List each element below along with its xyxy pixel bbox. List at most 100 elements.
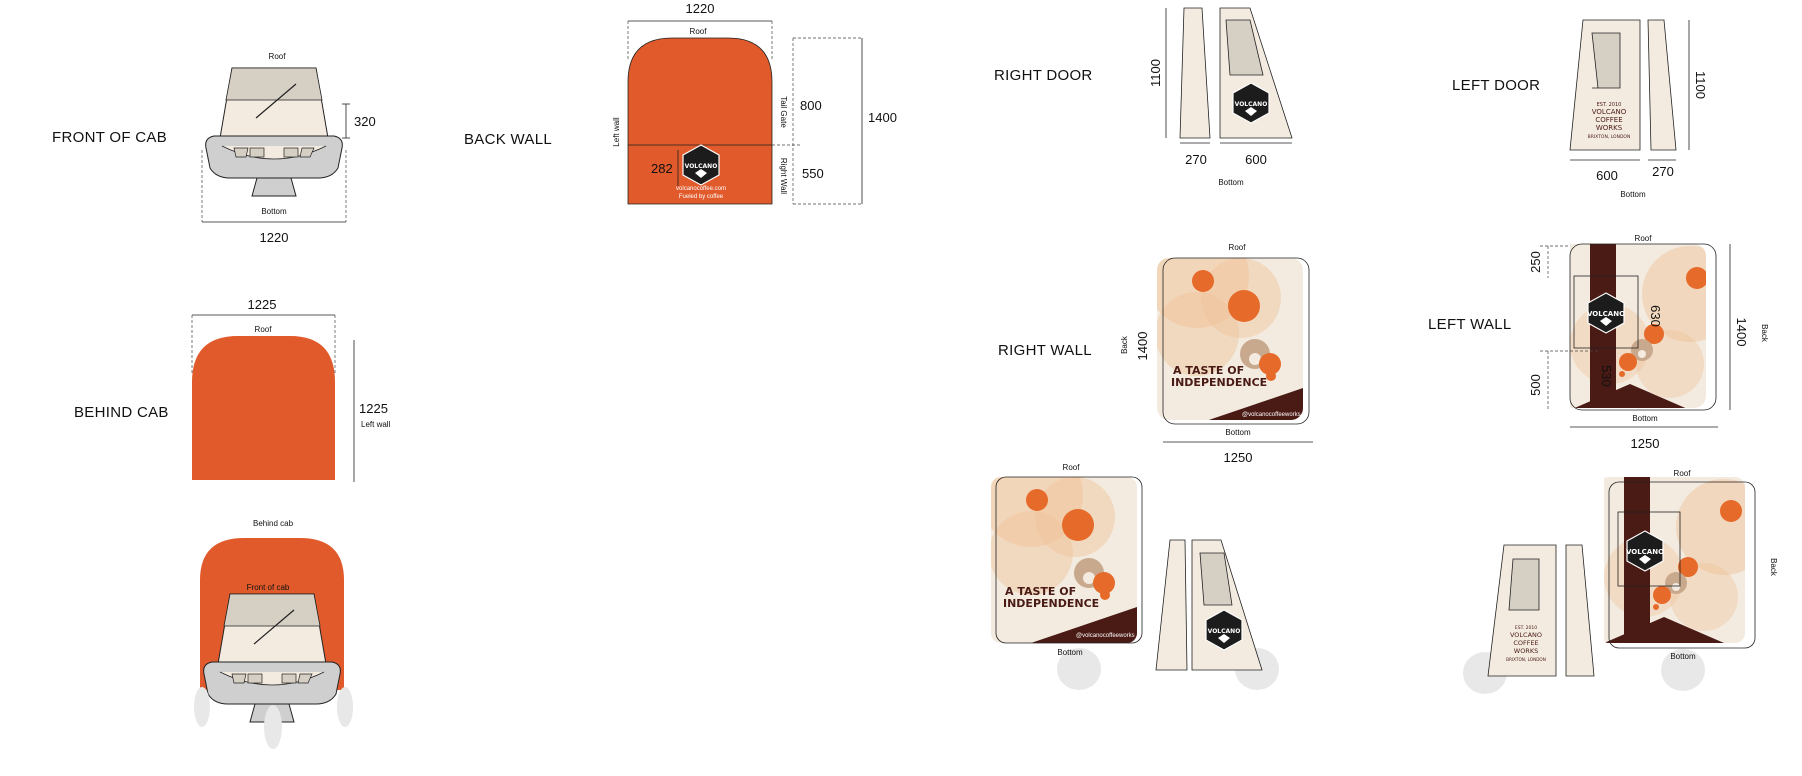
right-door-height-dim: 1100: [1148, 59, 1163, 87]
shadow-blob: [264, 705, 282, 749]
left-door-brand-2: COFFEE: [1595, 116, 1622, 124]
right-combo-bottom-label: Bottom: [1057, 648, 1083, 657]
left-combo-narrow-door: [1565, 544, 1595, 677]
right-combo-narrow-door: [1155, 539, 1188, 671]
right-door-wide-dim: 600: [1245, 152, 1267, 167]
shadow-blob: [194, 687, 210, 727]
left-door-section: LEFT DOOR EST. 2010 VOLCANO COFFEE WORKS…: [1452, 19, 1708, 199]
right-wall-headline-1: A TASTE OF: [1173, 364, 1244, 377]
left-wall-logo-dim: 630: [1648, 305, 1663, 327]
combined-cab-section: Behind cab Front of cab: [194, 519, 353, 749]
right-wall-back-label: Back: [1120, 335, 1129, 354]
left-wall-title: LEFT WALL: [1428, 316, 1512, 333]
right-door-narrow-panel: [1179, 7, 1211, 139]
back-wall-roof-label: Roof: [690, 27, 708, 36]
wheel-shadow: [1661, 649, 1705, 691]
left-wall-lower-dim: 500: [1528, 374, 1543, 396]
front-of-cab-section: FRONT OF CAB Roof 320 Bottom 1220: [52, 52, 376, 245]
behind-cab-roof-label: Roof: [255, 325, 273, 334]
left-combo-back-label: Back: [1769, 558, 1778, 577]
left-side-combined: Roof EST. 2010 VOLCANO COFFEE WORKS BRIX…: [1463, 469, 1778, 694]
left-door-brand-1: VOLCANO: [1592, 108, 1627, 116]
left-wall-top-dim: 250: [1528, 251, 1543, 273]
back-wall-logo-dim: 282: [651, 161, 673, 176]
front-cab-drawing: [205, 67, 343, 197]
left-wall-height-dim: 1400: [1734, 318, 1749, 347]
shadow-blob: [337, 687, 353, 727]
left-combo-brand-1: VOLCANO: [1510, 631, 1542, 639]
left-door-title: LEFT DOOR: [1452, 77, 1540, 94]
right-wall-roof-label: Roof: [1229, 243, 1247, 252]
right-wall-section: RIGHT WALL Roof Back 1400 A TASTE OF IND…: [998, 243, 1313, 465]
badge-brand-text: VOLCANO: [1626, 548, 1664, 556]
right-wall-poster: [1157, 258, 1303, 420]
right-wall-headline-2: INDEPENDENCE: [1171, 376, 1267, 389]
right-door-title: RIGHT DOOR: [994, 67, 1093, 84]
left-wall-bottom-label: Bottom: [1632, 414, 1658, 423]
left-wall-back-label: Back: [1760, 324, 1769, 343]
left-combo-bottom-label: Bottom: [1670, 652, 1696, 661]
left-combo-brand-3: WORKS: [1514, 647, 1538, 655]
badge-brand-text: VOLCANO: [1208, 628, 1241, 635]
front-cab-roof-label: Roof: [269, 52, 287, 61]
back-wall-title: BACK WALL: [464, 131, 552, 148]
behind-cab-side-label: Left wall: [361, 420, 391, 429]
front-cab-width-dim: 1220: [260, 230, 289, 245]
left-wall-roof-label: Roof: [1635, 234, 1653, 243]
left-combo-est: EST. 2010: [1515, 625, 1537, 631]
right-door-section: RIGHT DOOR 1100 VOLCANO 270 600 Bottom: [994, 7, 1293, 187]
left-door-height-dim: 1100: [1693, 71, 1708, 99]
right-combo-handle: @volcanocoffeeworks: [1076, 633, 1135, 639]
back-wall-tagline: Fueled by coffee: [679, 194, 724, 200]
front-cab-height-dim: 320: [354, 114, 376, 129]
right-combo-roof-label: Roof: [1063, 463, 1081, 472]
right-combo-headline-2: INDEPENDENCE: [1003, 597, 1099, 610]
back-wall-section: BACK WALL 1220 Roof Left wall Tail Gate …: [464, 1, 897, 205]
left-combo-place: BRIXTON, LONDON: [1506, 657, 1546, 662]
right-wall-height-dim: 1400: [1135, 332, 1150, 361]
right-wall-handle: @volcanocoffeeworks: [1242, 412, 1301, 418]
badge-brand-text: VOLCANO: [1587, 310, 1625, 318]
combined-behind-label: Behind cab: [253, 519, 294, 528]
left-door-bottom-label: Bottom: [1620, 190, 1646, 199]
behind-cab-title: BEHIND CAB: [74, 404, 169, 421]
back-wall-tailgate-label: Tail Gate: [779, 96, 788, 128]
wheel-shadow: [1057, 648, 1101, 690]
right-wall-bottom-label: Bottom: [1225, 428, 1251, 437]
back-wall-total-dim: 1400: [868, 110, 897, 125]
badge-brand-text: VOLCANO: [1235, 101, 1268, 108]
left-door-brand-3: WORKS: [1596, 124, 1623, 132]
left-door-narrow-dim: 270: [1652, 164, 1674, 179]
back-wall-width-dim: 1220: [686, 1, 715, 16]
combined-front-label: Front of cab: [247, 583, 290, 592]
left-combo-brand-2: COFFEE: [1513, 639, 1538, 647]
back-wall-right-label: Right Wall: [779, 158, 788, 194]
behind-cab-panel: [192, 336, 335, 480]
right-wall-width-dim: 1250: [1224, 450, 1253, 465]
badge-brand-text: VOLCANO: [685, 163, 718, 170]
left-wall-section: LEFT WALL Roof VOLCANO 250 500 630 530 1…: [1428, 234, 1769, 451]
left-wall-width-dim: 1250: [1631, 436, 1660, 451]
front-of-cab-title: FRONT OF CAB: [52, 129, 167, 146]
right-combo-poster: [991, 477, 1137, 643]
back-wall-lower-dim: 550: [802, 166, 824, 181]
left-door-place: BRIXTON, LONDON: [1588, 134, 1631, 140]
right-wall-title: RIGHT WALL: [998, 342, 1092, 359]
behind-cab-height-dim: 1225: [359, 401, 388, 416]
left-door-wide-dim: 600: [1596, 168, 1618, 183]
left-wall-logo2-dim: 530: [1599, 365, 1614, 387]
back-wall-upper-dim: 800: [800, 98, 822, 113]
back-wall-left-label: Left wall: [612, 117, 621, 147]
left-door-est: EST. 2010: [1597, 102, 1622, 108]
right-combo-headline-1: A TASTE OF: [1005, 585, 1076, 598]
right-door-bottom-label: Bottom: [1218, 178, 1244, 187]
left-door-narrow-panel: [1647, 19, 1677, 151]
back-wall-panel: [627, 37, 773, 205]
left-combo-roof-label: Roof: [1674, 469, 1692, 478]
back-wall-url: volcanocoffee.com: [676, 186, 726, 192]
right-side-combined: Roof A TASTE OF INDEPENDENCE @volcanocof…: [991, 463, 1279, 690]
behind-cab-section: BEHIND CAB 1225 Roof 1225 Left wall: [74, 297, 391, 482]
right-door-narrow-dim: 270: [1185, 152, 1207, 167]
behind-cab-width-dim: 1225: [248, 297, 277, 312]
